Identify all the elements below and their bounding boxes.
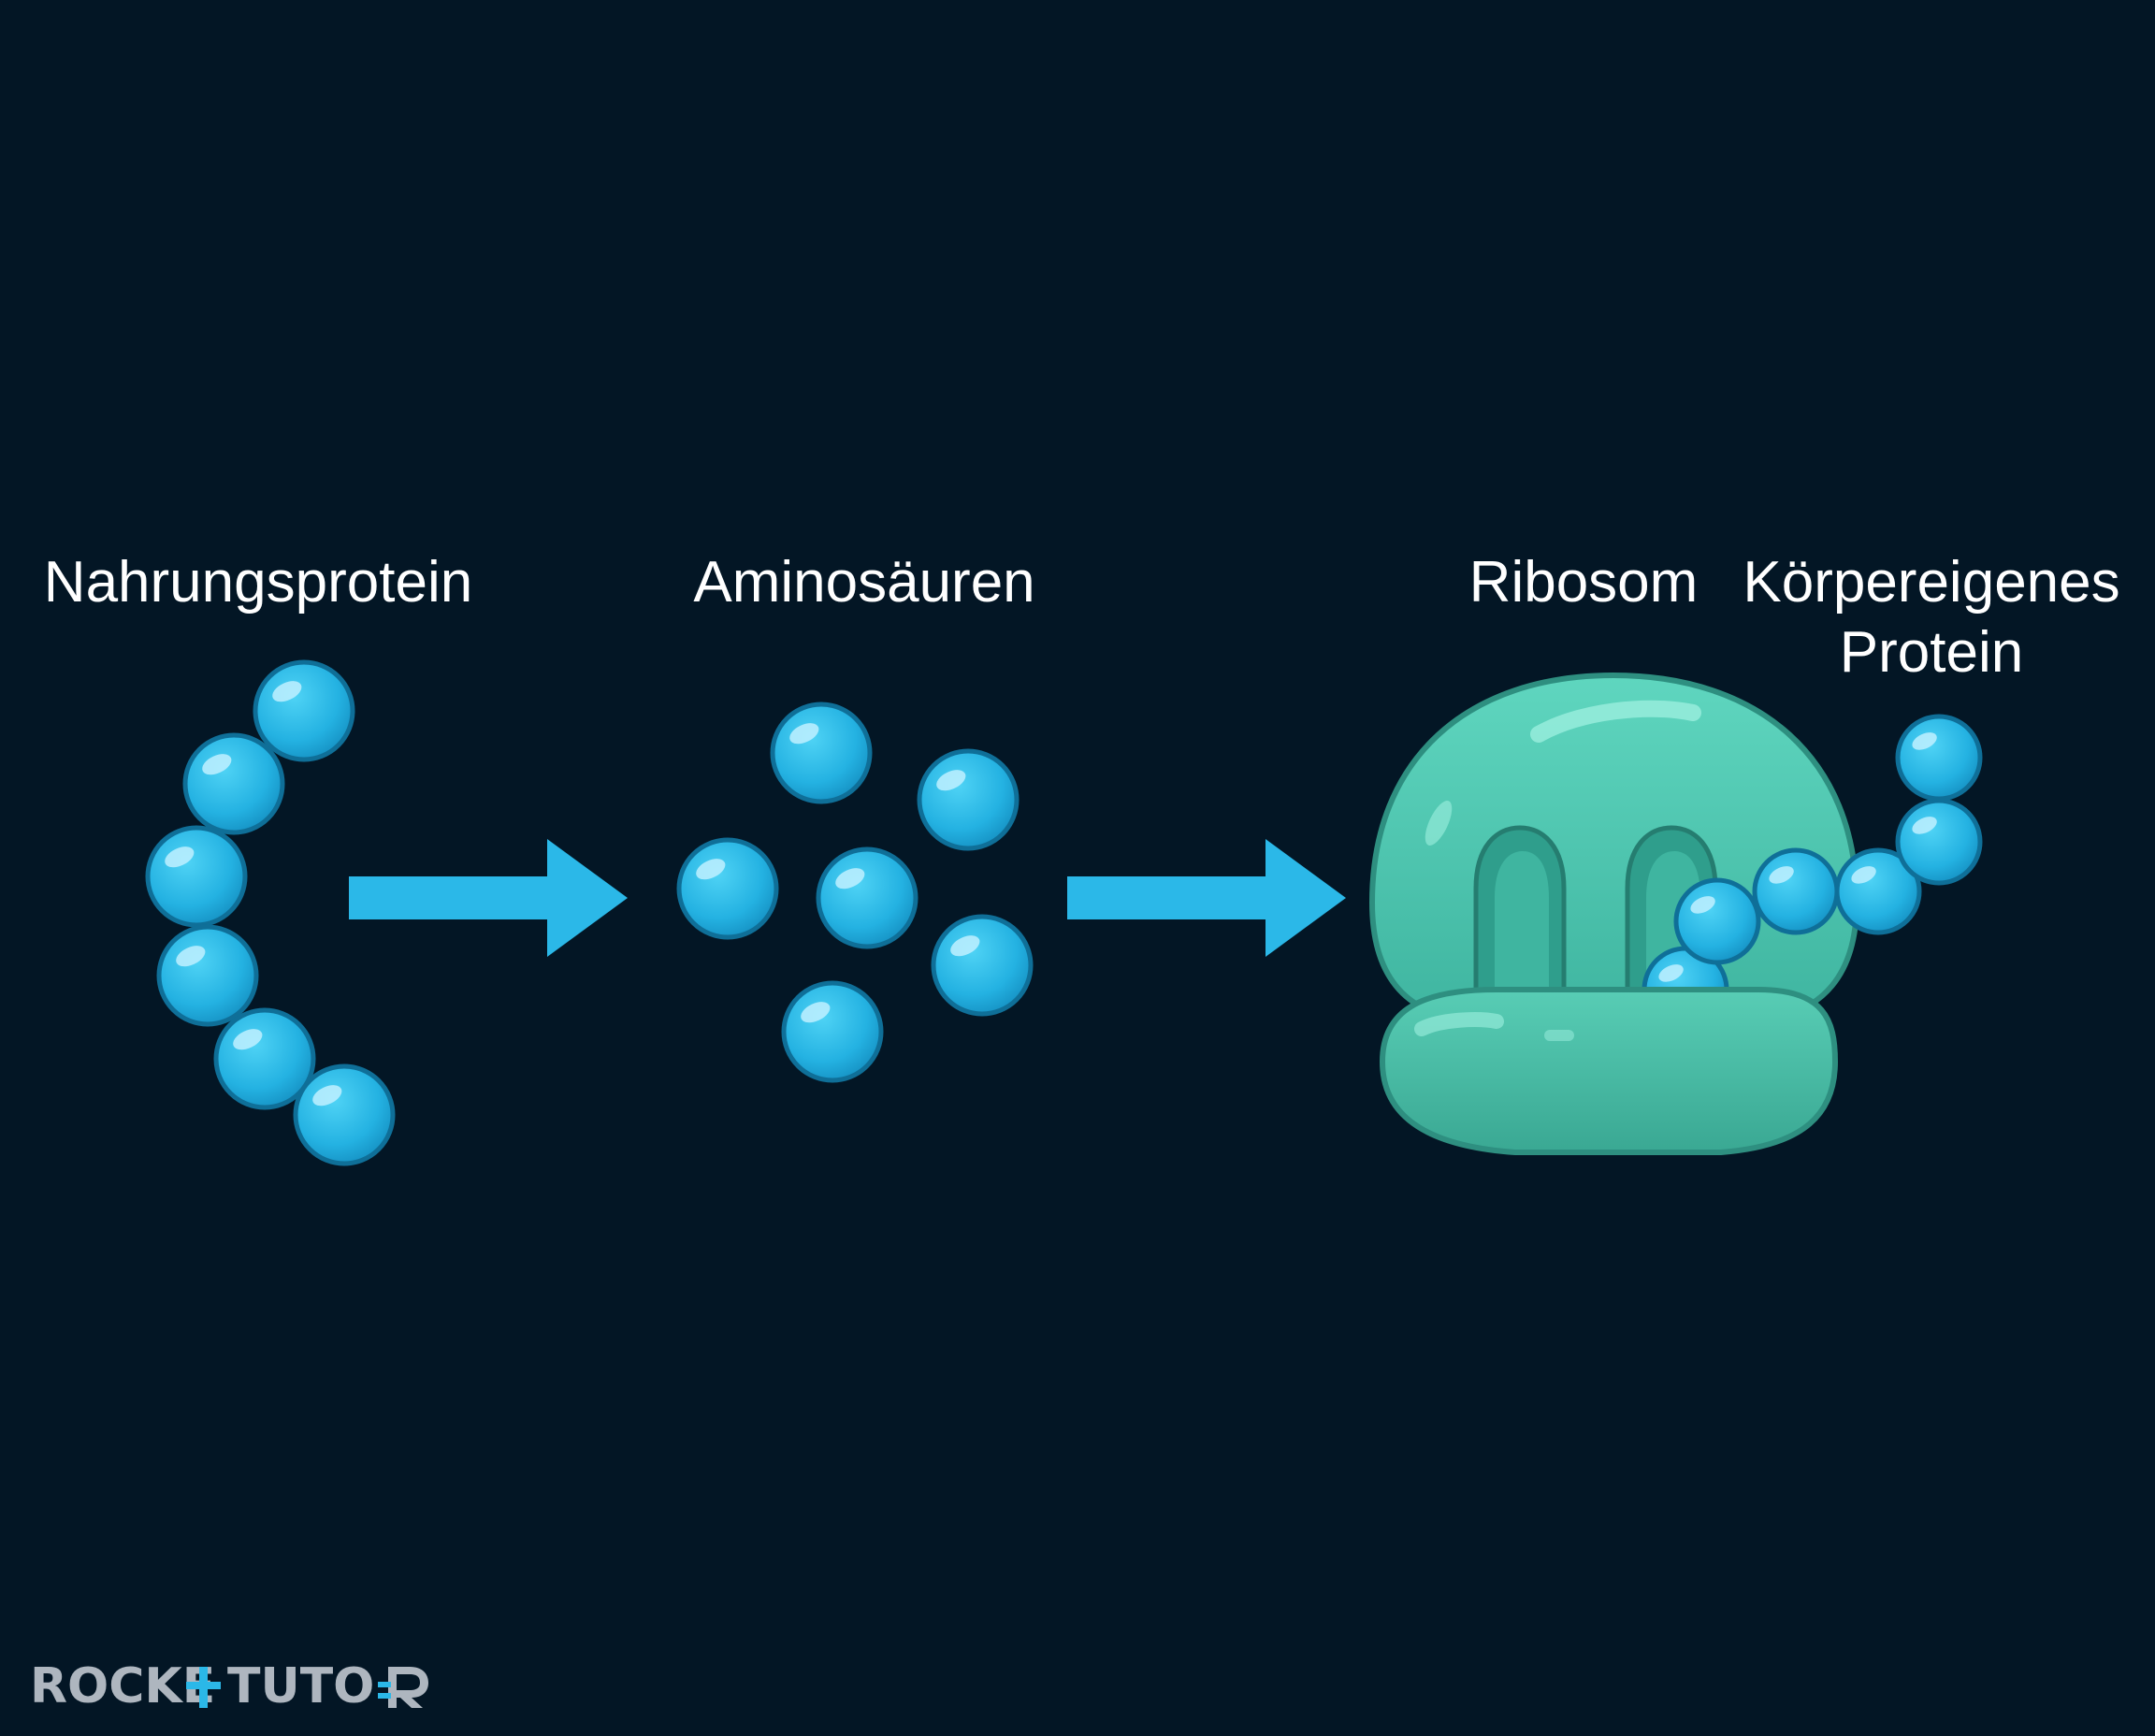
amino-acid-bead-icon — [156, 924, 259, 1027]
amino-acid-bead-icon — [253, 659, 355, 762]
amino-acid-bead-icon — [931, 914, 1034, 1017]
amino-acid-bead-icon — [676, 837, 779, 940]
logo-text-part1: ROCKE — [30, 1658, 215, 1714]
label-food-protein: Nahrungsprotein — [44, 550, 472, 615]
logo-text-part2: TUTO — [227, 1658, 374, 1714]
amino-acid-bead-icon — [1834, 847, 1922, 935]
amino-acid-bead-icon — [816, 846, 918, 949]
amino-acid-bead-icon — [1673, 877, 1761, 965]
food-protein-chain — [145, 659, 396, 1166]
ribosome-icon — [1368, 672, 1860, 1022]
label-amino-acids: Aminosäuren — [693, 550, 1034, 615]
amino-acid-bead-icon — [1752, 847, 1840, 935]
arrow-icon — [349, 839, 628, 957]
amino-acid-bead-icon — [213, 1007, 316, 1110]
amino-acid-bead-icon — [770, 702, 873, 804]
amino-acids-cluster — [676, 702, 1034, 1083]
ribosome-small-subunit — [1379, 987, 1839, 1155]
amino-acid-bead-icon — [293, 1063, 396, 1166]
label-ribosome: Ribosom — [1469, 550, 1699, 615]
amino-acid-bead-icon — [1895, 798, 1983, 886]
label-body-protein-line2: Protein — [1840, 620, 2023, 685]
amino-acid-bead-icon — [182, 732, 285, 835]
amino-acid-bead-icon — [1895, 714, 1983, 802]
arrow-icon — [1067, 839, 1346, 957]
amino-acid-bead-icon — [145, 825, 248, 928]
amino-acid-bead-icon — [781, 980, 884, 1083]
label-body-protein-line1: Körpereigenes — [1743, 550, 2119, 615]
amino-acid-bead-icon — [917, 748, 1020, 851]
rockettutor-logo: ROCKE TUTO — [30, 1658, 428, 1714]
